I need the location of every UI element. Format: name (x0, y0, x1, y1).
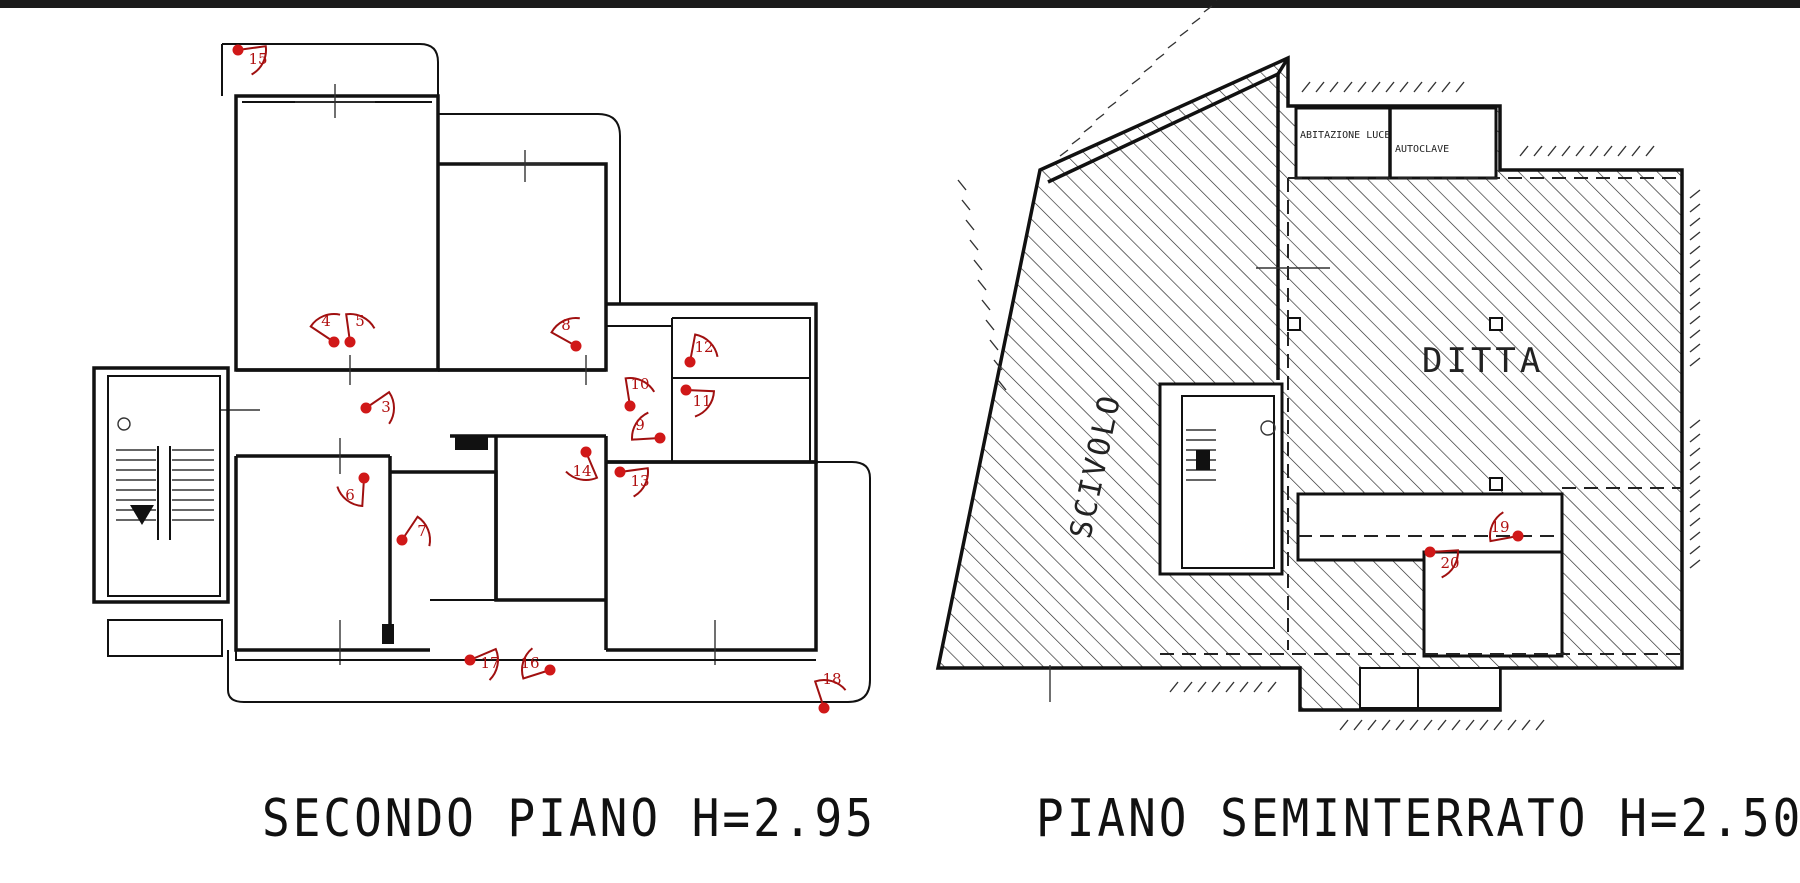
camera-marker-17: 17 (464, 647, 500, 681)
camera-marker-number: 19 (1490, 518, 1509, 536)
second-floor-plan: 15 4 5 8 12 10 11 3 9 14 13 6 7 17 16 18 (92, 43, 871, 714)
camera-view-arc (401, 515, 431, 547)
camera-view-arc (365, 390, 395, 425)
top-border (0, 0, 1800, 8)
camera-marker-number: 11 (692, 392, 711, 410)
camera-marker-number: 13 (630, 472, 649, 490)
camera-marker-7: 7 (396, 515, 431, 547)
camera-position-dot (328, 336, 340, 348)
camera-view-arc (685, 389, 716, 418)
room-label-ditta: DITTA (1422, 341, 1544, 381)
camera-view-arc (624, 377, 656, 407)
camera-marker-3: 3 (360, 390, 395, 425)
camera-view-arc (237, 45, 267, 76)
camera-marker-number: 9 (635, 416, 645, 434)
camera-marker-number: 20 (1440, 554, 1459, 572)
camera-view-arc (521, 647, 551, 680)
camera-view-arc (565, 451, 599, 481)
camera-view-arc (631, 411, 661, 441)
camera-marker-13: 13 (614, 466, 650, 498)
basement-caption: PIANO SEMINTERRATO H=2.50 (1036, 788, 1800, 849)
camera-marker-20: 20 (1424, 546, 1460, 579)
camera-marker-5: 5 (344, 312, 376, 348)
camera-view-arc (1489, 511, 1519, 543)
camera-marker-number: 7 (417, 522, 427, 540)
camera-view-arc (619, 467, 649, 498)
camera-view-arc (1429, 549, 1459, 579)
camera-marker-19: 19 (1489, 511, 1524, 543)
camera-position-dot (684, 356, 696, 368)
camera-marker-number: 6 (345, 486, 355, 504)
camera-view-arc (689, 333, 719, 363)
camera-marker-number: 3 (381, 398, 391, 416)
camera-marker-number: 12 (694, 338, 713, 356)
room-label-abitazione: ABITAZIONE LUCE (1300, 130, 1390, 141)
camera-position-dot (1424, 546, 1436, 558)
camera-marker-number: 14 (572, 462, 591, 480)
camera-position-dot (232, 44, 244, 56)
camera-marker-number: 17 (480, 654, 499, 672)
camera-position-dot (680, 384, 692, 396)
camera-position-dot (464, 654, 476, 666)
camera-marker-15: 15 (232, 44, 268, 76)
camera-marker-11: 11 (680, 384, 716, 418)
camera-marker-10: 10 (624, 375, 656, 412)
camera-view-arc (309, 313, 341, 343)
camera-position-dot (358, 472, 370, 484)
camera-position-dot (396, 534, 408, 546)
camera-position-dot (570, 340, 582, 352)
camera-marker-number: 4 (321, 312, 331, 330)
camera-marker-number: 15 (248, 50, 267, 68)
camera-view-arc (813, 679, 847, 709)
camera-marker-number: 5 (355, 312, 365, 330)
camera-position-dot (580, 446, 592, 458)
camera-marker-4: 4 (309, 312, 341, 348)
room-label-autoclave: AUTOCLAVE (1395, 144, 1449, 155)
camera-view-arc (469, 647, 499, 681)
camera-marker-number: 18 (822, 670, 841, 688)
camera-marker-12: 12 (684, 333, 719, 368)
camera-position-dot (614, 466, 626, 478)
camera-position-dot (360, 402, 372, 414)
camera-view-arc (336, 477, 365, 508)
camera-position-dot (624, 400, 636, 412)
camera-marker-9: 9 (631, 411, 666, 444)
camera-view-arc (550, 317, 580, 347)
camera-view-arc (345, 313, 376, 343)
camera-position-dot (818, 702, 830, 714)
camera-position-dot (544, 664, 556, 676)
basement-plan: DITTA SCIVOLO ABITAZIONE LUCE AUTOCLAVE … (935, 0, 1701, 731)
camera-marker-number: 16 (520, 654, 539, 672)
camera-marker-16: 16 (520, 647, 556, 680)
camera-marker-18: 18 (813, 670, 847, 714)
camera-marker-number: 8 (561, 316, 571, 334)
camera-position-dot (654, 432, 666, 444)
camera-marker-6: 6 (336, 472, 370, 508)
camera-position-dot (344, 336, 356, 348)
camera-marker-8: 8 (550, 316, 582, 352)
camera-marker-14: 14 (565, 446, 599, 481)
camera-position-dot (1512, 530, 1524, 542)
camera-marker-number: 10 (630, 375, 649, 393)
second-floor-caption: SECONDO PIANO H=2.95 (262, 788, 876, 849)
